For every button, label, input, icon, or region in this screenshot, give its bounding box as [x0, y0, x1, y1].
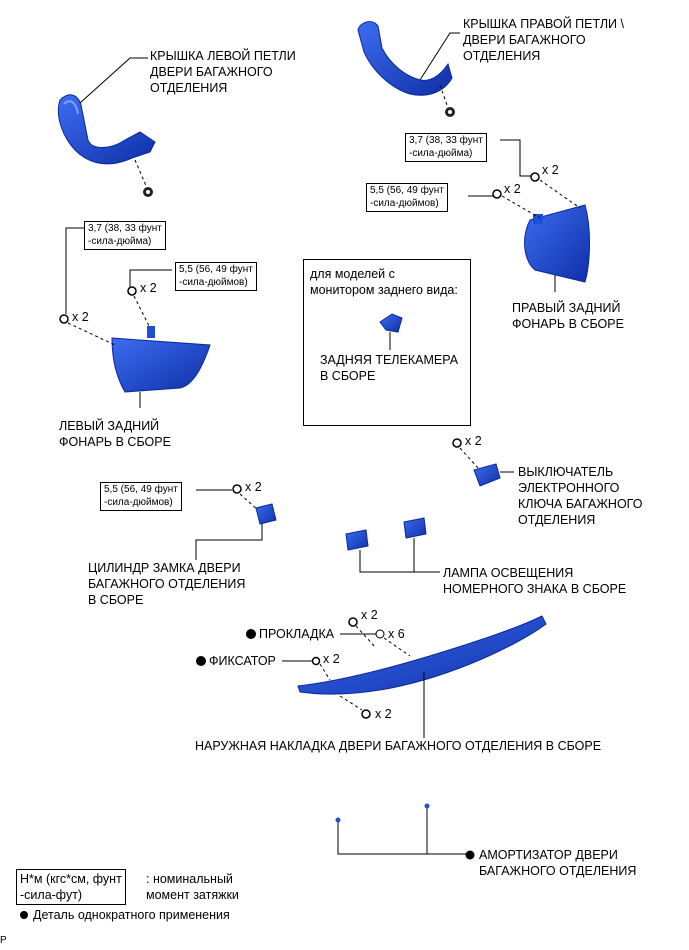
left-lamp-part — [111, 326, 211, 393]
leader-line — [459, 447, 479, 469]
quantity-label: x 2 — [72, 310, 89, 324]
leader-line — [79, 57, 148, 104]
nut-icon — [530, 172, 540, 182]
nut-icon — [492, 189, 502, 199]
clip-icon — [311, 656, 321, 666]
quantity-label: x 2 — [504, 182, 521, 196]
torque-spec-box: 5,5 (56, 49 фунт -сила-дюймов) — [100, 482, 182, 511]
left-lamp-label: ЛЕВЫЙ ЗАДНИЙ ФОНАРЬ В СБОРЕ — [59, 419, 171, 449]
right-lamp-label: ПРАВЫЙ ЗАДНИЙ ФОНАРЬ В СБОРЕ — [512, 301, 624, 331]
damper-part — [335, 803, 430, 823]
right-lamp-part — [524, 204, 591, 283]
license-lamp-part — [345, 517, 427, 551]
gasket-icon — [375, 629, 385, 639]
leader-line — [337, 822, 466, 855]
quantity-label: x 2 — [140, 281, 157, 295]
single-use-dot-icon — [20, 911, 28, 919]
leader-line — [134, 159, 148, 189]
leader-line — [319, 663, 331, 681]
damper-label: АМОРТИЗАТОР ДВЕРИ БАГАЖНОГО ОТДЕЛЕНИЯ — [479, 848, 637, 878]
key-switch-part — [473, 463, 501, 487]
torque-spec-box: 5,5 (56, 49 фунт -сила-дюймов) — [366, 183, 448, 212]
leader-line — [65, 227, 84, 314]
right-hinge-cover-label: КРЫШКА ПРАВОЙ ПЕТЛИ \ ДВЕРИ БАГАЖНОГО ОТ… — [463, 17, 624, 63]
camera-condition-frame — [303, 259, 471, 426]
corner-mark: P — [0, 935, 7, 946]
quantity-label: x 2 — [245, 480, 262, 494]
leader-line — [195, 524, 263, 560]
lock-cylinder-part — [255, 503, 277, 525]
nut-icon — [232, 484, 242, 494]
quantity-label: x 2 — [361, 608, 378, 622]
back-door-garnish-part — [297, 615, 547, 695]
key-switch-label: ВЫКЛЮЧАТЕЛЬ ЭЛЕКТРОННОГО КЛЮЧА БАГАЖНОГО… — [518, 465, 643, 527]
leader-line — [383, 637, 411, 657]
nut-icon — [59, 314, 69, 324]
leader-line — [439, 84, 449, 109]
leader-line — [133, 295, 151, 329]
quantity-label: x 6 — [388, 627, 405, 641]
left-hinge-cover-label: КРЫШКА ЛЕВОЙ ПЕТЛИ ДВЕРИ БАГАЖНОГО ОТДЕЛ… — [150, 49, 296, 95]
bolt-icon — [445, 107, 455, 117]
quantity-label: x 2 — [542, 163, 559, 177]
single-use-dot-icon — [196, 656, 206, 666]
quantity-label: x 2 — [375, 707, 392, 721]
leader-line — [501, 195, 541, 219]
nut-icon — [452, 438, 462, 448]
nut-icon — [348, 617, 358, 627]
clip-label: ФИКСАТОР — [196, 653, 276, 669]
rear-camera-part — [379, 313, 403, 333]
leader-line — [355, 625, 377, 649]
quantity-label: x 2 — [465, 434, 482, 448]
single-use-dot-icon — [246, 629, 256, 639]
leader-line — [67, 322, 116, 346]
legend-torque-unit-description: : номинальный момент затяжки — [146, 872, 239, 902]
leader-line — [500, 139, 532, 177]
nut-icon — [127, 286, 137, 296]
torque-spec-box: 5,5 (56, 49 фунт -сила-дюймов) — [175, 262, 257, 291]
quantity-label: x 2 — [323, 652, 340, 666]
legend-single-use-label: Деталь однократного применения — [33, 908, 230, 922]
leader-line — [539, 179, 581, 209]
gasket-label: ПРОКЛАДКА — [246, 626, 334, 642]
torque-spec-box: 3,7 (38, 33 фунт -сила-дюйма) — [84, 221, 166, 250]
rear-camera-label: ЗАДНЯЯ ТЕЛЕКАМЕРА В СБОРЕ — [320, 353, 459, 383]
nut-icon — [361, 709, 371, 719]
left-hinge-cover-part — [57, 94, 156, 165]
lock-cylinder-label: ЦИЛИНДР ЗАМКА ДВЕРИ БАГАЖНОГО ОТДЕЛЕНИЯ … — [88, 561, 246, 607]
leader-line — [419, 32, 460, 81]
leader-line — [339, 695, 363, 711]
bolt-icon — [143, 187, 153, 197]
legend-torque-unit-box: Н*м (кгс*см, фунт -сила-фут) — [16, 869, 126, 905]
right-hinge-cover-part — [357, 21, 453, 96]
garnish-label: НАРУЖНАЯ НАКЛАДКА ДВЕРИ БАГАЖНОГО ОТДЕЛЕ… — [195, 739, 602, 753]
torque-spec-box: 3,7 (38, 33 фунт -сила-дюйма) — [405, 133, 487, 162]
camera-condition-label: для моделей с монитором заднего вида: — [310, 267, 458, 297]
leader-line — [129, 269, 172, 288]
license-lamp-label: ЛАМПА ОСВЕЩЕНИЯ НОМЕРНОГО ЗНАКА В СБОРЕ — [443, 566, 627, 596]
leader-line — [359, 550, 440, 573]
leader-line — [239, 493, 259, 511]
single-use-dot-icon — [465, 850, 475, 860]
